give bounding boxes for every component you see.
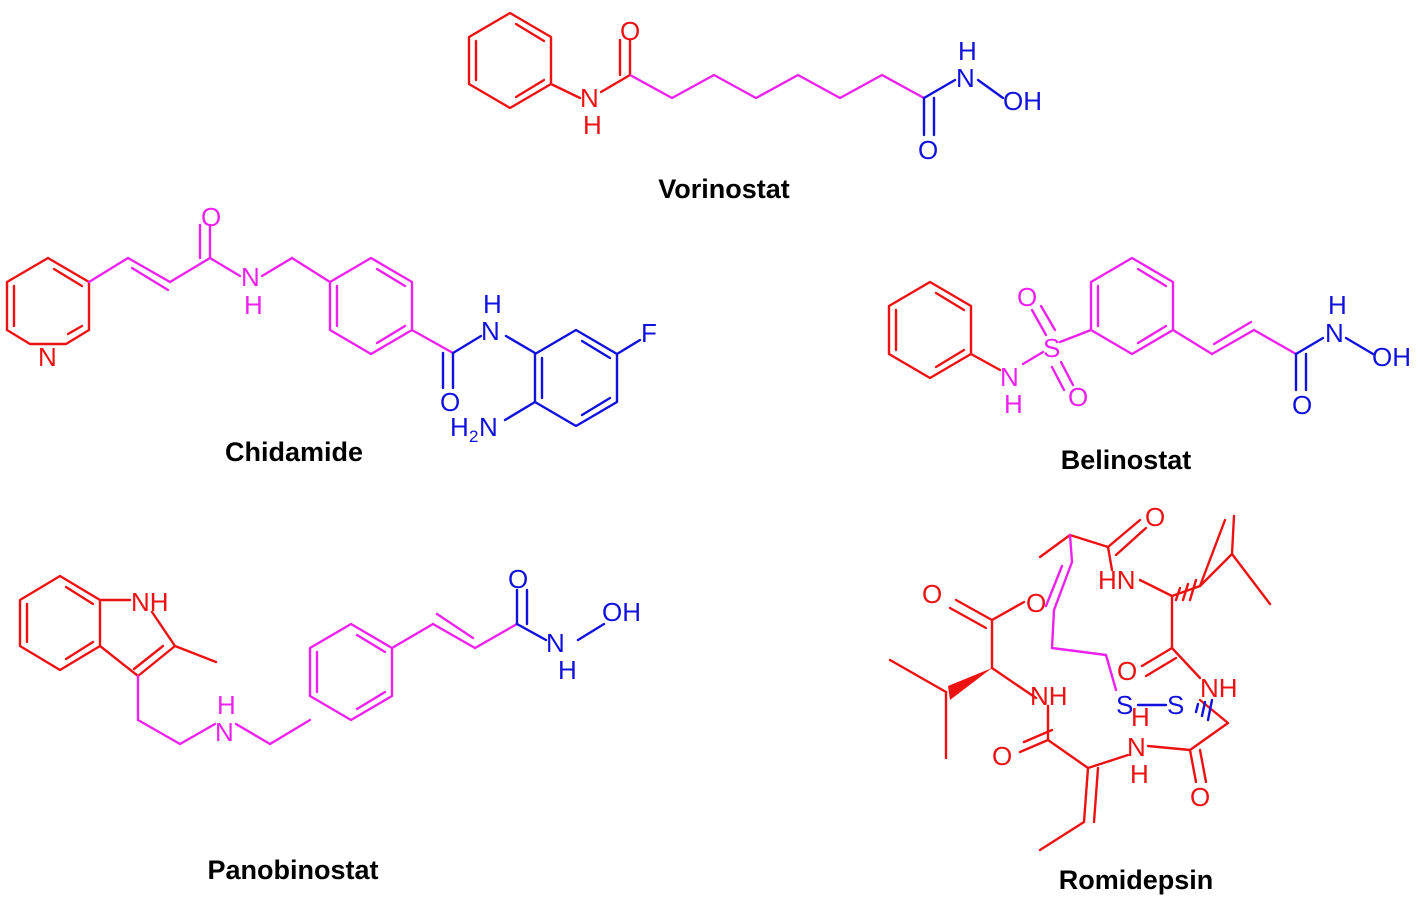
belinostat-atom-o2: O [1068,382,1088,412]
romidepsin-atom-o-left: O [922,579,942,609]
romidepsin-atom-nh-right: NH [1200,673,1238,703]
chidamide-atom-o: O [201,202,221,232]
belinostat-phenyl-ring [887,280,1002,380]
belinostat-atom-o3: O [1292,390,1312,420]
chidamide-atom-o2: O [440,387,460,417]
belinostat-atom-s: S [1043,333,1060,363]
romidepsin-atom-o-mid: O [1117,656,1137,686]
romidepsin-atom-h-bottom: H [1130,759,1149,789]
panobinostat-hydroxamate [515,588,606,642]
chidamide-atom-amine-n: N [479,412,498,442]
romidepsin-atom-o-top: O [1145,502,1165,532]
romidepsin-atom-o-bottom-right: O [1190,782,1210,812]
romidepsin-atom-s1: S [1116,690,1133,720]
panobinostat-atom-oh: OH [602,597,641,627]
panobinostat-atom-h2: H [558,655,577,685]
romidepsin-atom-s2: S [1167,690,1184,720]
romidepsin-wedge-bond [948,668,992,700]
romidepsin-atom-h-s: H [1131,702,1150,732]
romidepsin-atom-n-bottom: N [1127,732,1146,762]
panobinostat-atom-nh: NH [131,587,169,617]
chidamide-atom-amine-h: H [450,412,469,442]
chidamide-benzamide [441,328,642,428]
chidamide-atom-pyridine-n: N [38,342,57,372]
panobinostat-atom-o: O [508,564,528,594]
vorinostat-phenyl-ring [467,11,632,110]
chidamide-atom-amine-subscript: 2 [469,427,478,446]
chidamide-linker [87,223,455,356]
panobinostat-structure: NH H N O N H OH [18,564,641,747]
belinostat-atom-n: N [1000,362,1019,392]
romidepsin-caption: Romidepsin [1059,865,1214,895]
vorinostat-atom-oh: OH [1003,86,1042,116]
romidepsin-linker-chain [1044,533,1118,692]
chidamide-structure: O N H N H N O F H 2 N [5,202,657,446]
panobinostat-indole [18,574,218,678]
panobinostat-atom-amine-n: N [215,717,234,747]
romidepsin-structure: O HN O O O NH NH S S H O N H O [888,502,1272,852]
chidamide-atom-h2: H [483,289,502,319]
chidamide-atom-h: H [244,290,263,320]
panobinostat-linker [136,612,519,746]
belinostat-atom-h2: H [1328,290,1347,320]
panobinostat-atom-amine-h: H [217,690,236,720]
chidamide-atom-f: F [641,318,657,348]
vorinostat-atom-o: O [620,16,640,46]
belinostat-atom-h: H [1004,389,1023,419]
vorinostat-atom-n2: N [956,63,975,93]
vorinostat-hydroxamate [922,78,1005,137]
chidamide-atom-n2: N [481,316,500,346]
panobinostat-caption: Panobinostat [207,855,378,885]
romidepsin-hashed-bond [1174,578,1198,602]
romidepsin-atom-nh-left: NH [1030,681,1068,711]
chidamide-caption: Chidamide [225,437,363,467]
romidepsin-atom-o-bottom-left: O [992,741,1012,771]
vorinostat-caption: Vorinostat [658,174,790,204]
romidepsin-atom-hn: HN [1098,565,1136,595]
belinostat-atom-oh: OH [1372,342,1411,372]
belinostat-caption: Belinostat [1061,445,1192,475]
belinostat-linker [1021,256,1298,392]
belinostat-atom-o1: O [1017,282,1037,312]
belinostat-hydroxamate [1294,336,1375,392]
vorinostat-linker [629,73,925,100]
vorinostat-atom-h2: H [958,36,977,66]
vorinostat-atom-n: N [580,83,599,113]
vorinostat-atom-o2: O [918,135,938,165]
chidamide-atom-n: N [241,262,260,292]
vorinostat-structure: O N H H N OH O [467,11,1042,165]
vorinostat-atom-h: H [583,110,602,140]
belinostat-structure: O S O N H H N OH O [887,256,1411,420]
romidepsin-macrocycle [888,514,1272,852]
panobinostat-atom-n2: N [546,628,565,658]
romidepsin-atom-o-ester: O [1026,588,1046,618]
belinostat-atom-n2: N [1325,318,1344,348]
romidepsin-hashed-bond-s [1194,698,1214,722]
chidamide-pyridine-ring [5,256,91,346]
